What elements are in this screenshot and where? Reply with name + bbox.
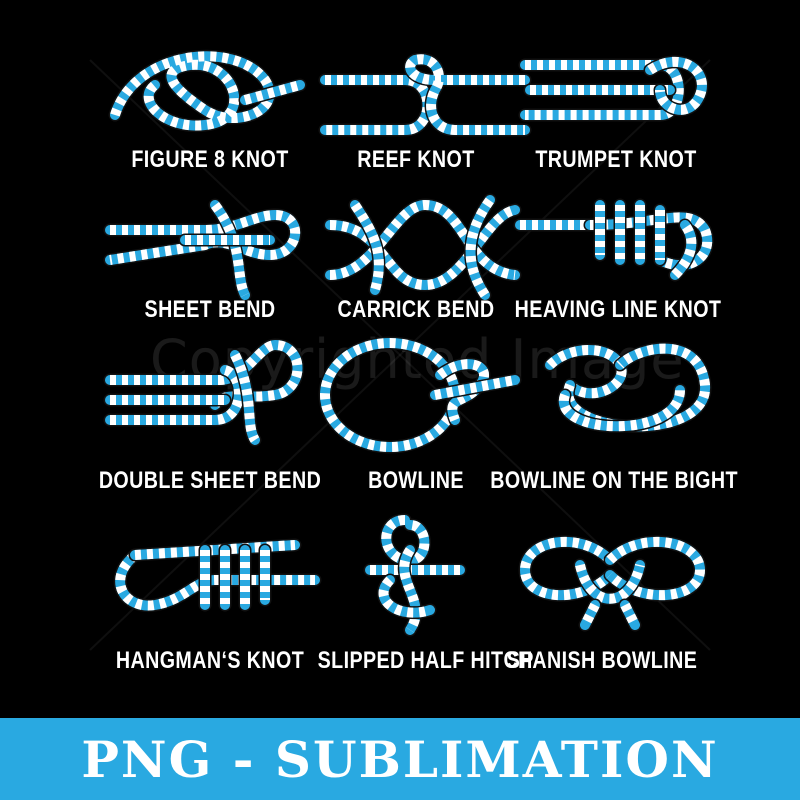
knot-label-spanish-bowline: SPANISH BOWLINE [506, 647, 698, 674]
knot-label-slipped-half-hitch: SLIPPED HALF HITCH [317, 647, 533, 674]
knot-label-sheet-bend: SHEET BEND [144, 296, 276, 323]
carrick-bend-icon [315, 185, 535, 315]
double-sheet-bend-icon [95, 325, 315, 455]
bowline-icon [315, 325, 535, 455]
sublimation-banner: PNG - SUBLIMATION [0, 718, 800, 800]
knot-label-bowline: BOWLINE [368, 467, 464, 494]
slipped-half-hitch-icon [310, 510, 530, 640]
spanish-bowline-icon [510, 510, 730, 640]
trumpet-knot-icon [510, 30, 730, 160]
knot-label-carrick-bend: CARRICK BEND [337, 296, 495, 323]
heaving-line-knot-icon [510, 185, 730, 315]
knot-label-double-sheet-bend: DOUBLE SHEET BEND [98, 467, 322, 494]
hangmans-knot-icon [105, 510, 325, 640]
bowline-on-the-bight-icon [510, 325, 730, 455]
knot-label-trumpet: TRUMPET KNOT [535, 146, 697, 173]
knot-chart: Copyrighted Image [89, 30, 738, 674]
knot-label-hangmans: HANGMAN‘S KNOT [115, 647, 305, 674]
reef-knot-icon [315, 30, 535, 160]
knot-label-heaving-line: HEAVING LINE KNOT [514, 296, 722, 323]
knot-label-bowline-on-the-bight: BOWLINE ON THE BIGHT [490, 467, 738, 494]
knot-label-figure-8: FIGURE 8 KNOT [131, 146, 289, 173]
figure-8-knot-icon [95, 30, 315, 160]
sheet-bend-icon [95, 185, 315, 315]
knot-label-reef: REEF KNOT [357, 146, 475, 173]
banner-text: PNG - SUBLIMATION [81, 729, 719, 789]
